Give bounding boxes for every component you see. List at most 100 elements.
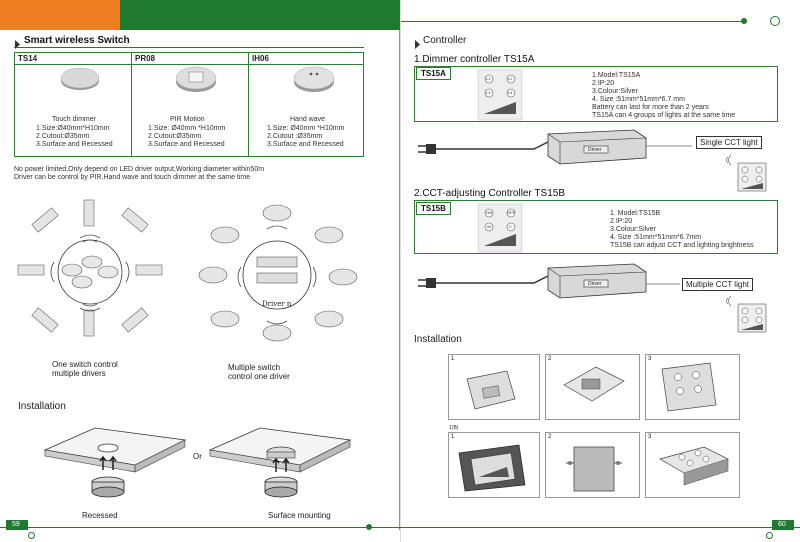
top-green-bar <box>120 0 400 30</box>
table-header-line <box>14 64 364 65</box>
driver-label: Driver <box>588 281 602 287</box>
diagram-caption: multiple drivers <box>52 369 106 378</box>
driver-n-label: Driver n <box>262 300 292 308</box>
top-right-line <box>400 21 745 22</box>
ts15a-code: TS15A <box>416 67 451 80</box>
right-section-title: Controller <box>423 35 467 46</box>
recessed-install-illustration <box>40 420 190 510</box>
diagram-caption: Multiple switch <box>228 363 281 372</box>
product-spec: 3.Surface and Recessed <box>36 141 113 148</box>
product-spec: 1.Size: Ø40mm *H10mm <box>148 125 226 132</box>
left-footer-dot <box>366 524 372 530</box>
right-footer-line <box>400 527 800 528</box>
ts15b-spec: 1. Model:TS15B <box>610 210 661 217</box>
product-code: PR08 <box>135 54 156 63</box>
left-title-underline <box>14 47 364 48</box>
ts15b-btn-off: OFF <box>507 210 515 215</box>
install-step-box <box>448 354 540 420</box>
left-page-number: 59 <box>12 521 20 528</box>
install-step-number: 2 <box>548 434 552 440</box>
install-step-number: 1 <box>451 356 455 362</box>
install-row2-header: 1(B) <box>449 425 459 431</box>
ts15b-btn-c: C <box>509 224 512 229</box>
products-table <box>14 52 364 157</box>
left-footer-ring <box>28 532 35 539</box>
ts15a-panel-image <box>477 69 523 121</box>
ts15a-btn-l3: L3 <box>486 90 491 95</box>
ts15b-spec: 4. Size :51mm*51mm*6.7mm <box>610 234 702 241</box>
ts15b-code: TS15B <box>416 202 451 215</box>
ts15b-btn-w: W <box>487 224 491 229</box>
left-section-title: Smart wireless Switch <box>24 35 130 46</box>
multiple-cct-label: Multiple CCT light <box>682 278 753 291</box>
single-cct-panel-image <box>726 154 768 200</box>
ts15b-spec: 3.Colour:Silver <box>610 226 656 233</box>
right-installation-title: Installation <box>414 334 462 345</box>
install-step-box <box>645 432 740 498</box>
top-right-dot <box>741 18 747 24</box>
product-spec: 3.Surface and Recessed <box>267 141 344 148</box>
surface-install-illustration <box>205 420 355 510</box>
install-step-number: 2 <box>548 356 552 362</box>
ts15a-spec: 2.IP:20 <box>592 80 615 87</box>
ts15b-spec: 2.IP:20 <box>610 218 633 225</box>
product-code: TS14 <box>18 54 38 63</box>
multiple-cct-panel-image <box>726 295 768 341</box>
ts15a-spec: TS15A can 4 groups of lights at the same… <box>592 112 736 119</box>
right-page-number: 60 <box>778 521 786 528</box>
ts15b-btn-on: ON <box>486 210 492 215</box>
right-title-bullet-icon <box>414 36 421 49</box>
product-spec: 2.Cutout :Ø35mm <box>267 133 323 140</box>
diagram-caption: control one driver <box>228 372 290 381</box>
right-footer-ring <box>766 532 773 539</box>
ts15a-spec: Battery can last for more than 2 years <box>592 104 709 111</box>
ts15a-box <box>414 66 778 122</box>
install-step-number: 1 <box>451 434 455 440</box>
product-name: Touch dimmer <box>52 116 96 123</box>
table-col-line-1 <box>131 52 132 157</box>
note-line: No power limited,Only depend on LED driv… <box>14 166 265 173</box>
top-right-ring <box>770 16 780 26</box>
hand-wave-image <box>292 64 336 99</box>
product-code: IH06 <box>252 54 269 63</box>
top-orange-bar <box>0 0 120 30</box>
ts15a-spec: 3.Colour:Silver <box>592 88 638 95</box>
install-step-box <box>545 354 640 420</box>
left-title-bullet-icon <box>14 36 21 49</box>
left-footer-line <box>0 527 400 528</box>
page-divider <box>400 0 401 542</box>
left-page-number-box <box>6 520 28 530</box>
or-label: Or <box>193 452 202 461</box>
note-line: Driver can be control by PIR,Hand wave a… <box>14 174 251 181</box>
left-installation-title: Installation <box>18 401 66 412</box>
recessed-label: Recessed <box>82 511 118 520</box>
product-spec: 2.Cutout:Ø35mm <box>148 133 202 140</box>
ts15b-spec: TS15B can adjust CCT and lighting bright… <box>610 242 754 249</box>
right-page-number-box <box>772 520 794 530</box>
driver-label: Driver <box>588 147 602 153</box>
touch-dimmer-image <box>60 66 100 97</box>
diagram-caption: One switch control <box>52 360 118 369</box>
section1-title: 1.Dimmer controller TS15A <box>414 54 535 65</box>
ts15a-spec: 4. Size :51mm*51mm*6.7 mm <box>592 96 685 103</box>
ts15a-btn-l4: L4 <box>508 90 513 95</box>
product-name: PIR Motion <box>170 116 205 123</box>
install-step-number: 3 <box>648 434 652 440</box>
single-cct-label: Single CCT light <box>696 136 762 149</box>
surface-mounting-label: Surface mounting <box>268 511 331 520</box>
left-orange-vline <box>399 30 400 530</box>
table-col-line-2 <box>248 52 249 157</box>
pir-motion-image <box>174 64 218 99</box>
diagram-multi-switch <box>195 195 370 345</box>
product-name: Hand wave <box>290 116 326 123</box>
install-step-number: 3 <box>648 356 652 362</box>
ts15a-btn-l1: L1 <box>486 76 491 81</box>
install-step-box <box>645 354 740 420</box>
product-spec: 3.Surface and Recessed <box>148 141 225 148</box>
ts15b-box <box>414 200 778 254</box>
ts15a-spec: 1.Model:TS15A <box>592 72 641 79</box>
section2-title: 2.CCT-adjusting Controller TS15B <box>414 188 565 199</box>
install-step-box <box>545 432 640 498</box>
driver-plug-illustration-2 <box>414 262 694 302</box>
diagram-one-switch <box>10 190 180 350</box>
